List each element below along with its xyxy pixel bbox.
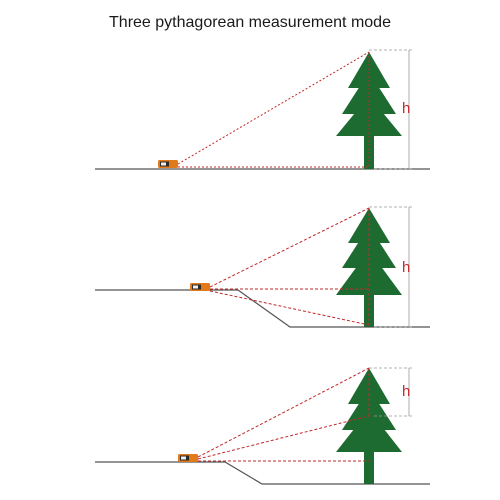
height-label: h bbox=[402, 383, 410, 400]
height-dimension bbox=[369, 49, 412, 170]
laser-device bbox=[178, 454, 198, 462]
height-label: h bbox=[402, 259, 410, 276]
ground-line bbox=[95, 289, 430, 328]
diagram-title: Three pythagorean measurement mode bbox=[109, 14, 391, 31]
laser-lines bbox=[197, 367, 370, 462]
laser-device bbox=[158, 160, 178, 168]
laser-lines bbox=[177, 51, 370, 168]
laser-device bbox=[190, 283, 210, 291]
height-label: h bbox=[402, 100, 410, 117]
panel-mode-2: h bbox=[95, 206, 430, 328]
ground-line bbox=[95, 461, 430, 485]
height-dimension bbox=[369, 206, 412, 328]
panel-mode-3: h bbox=[95, 367, 430, 485]
panel-mode-1: h bbox=[95, 49, 430, 170]
height-dimension bbox=[369, 367, 412, 417]
laser-lines bbox=[209, 207, 370, 326]
